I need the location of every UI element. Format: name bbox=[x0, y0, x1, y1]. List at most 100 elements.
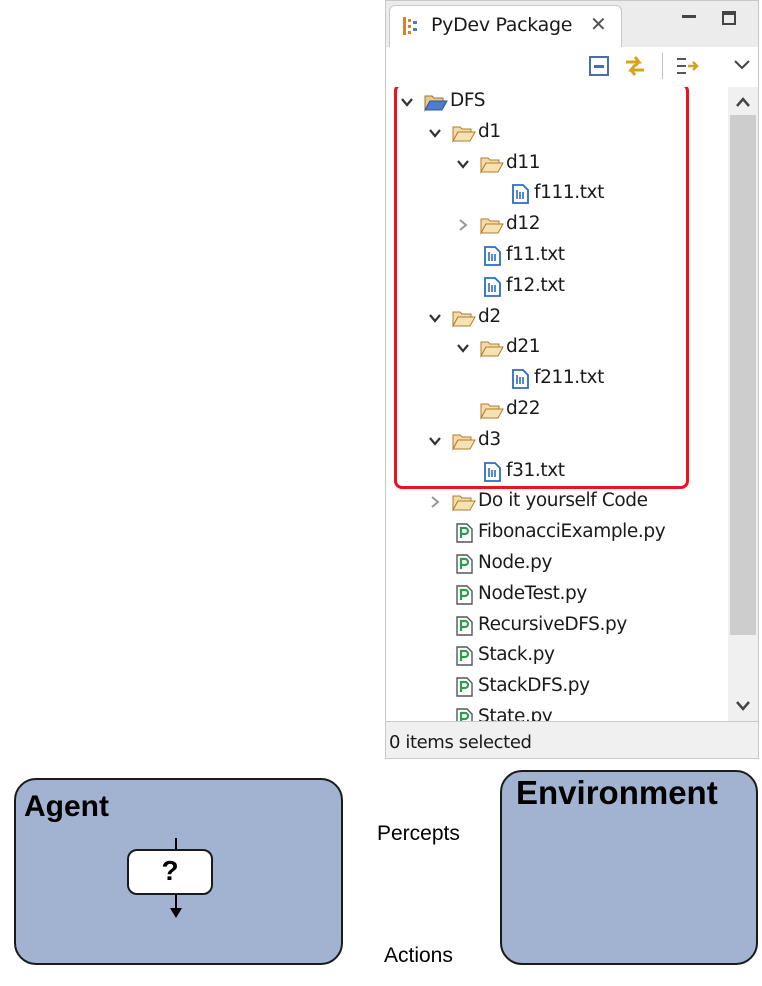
expand-arrow-icon[interactable] bbox=[428, 126, 442, 140]
collapse-arrow-icon[interactable] bbox=[456, 218, 470, 232]
tree-item-label: d11 bbox=[506, 151, 541, 173]
tree-item-label: d2 bbox=[478, 305, 501, 327]
folder-icon bbox=[424, 95, 448, 112]
tree-item-label: d3 bbox=[478, 428, 501, 450]
maximize-button[interactable] bbox=[722, 11, 736, 25]
tree-item-file[interactable]: f31.txt bbox=[386, 457, 728, 487]
agent-title: Agent bbox=[24, 790, 109, 823]
package-explorer-icon bbox=[403, 17, 417, 35]
tree-item-folder[interactable]: d3 bbox=[386, 426, 728, 456]
python-file-icon bbox=[456, 585, 473, 605]
tree-item-file[interactable]: f12.txt bbox=[386, 272, 728, 302]
python-file-icon bbox=[456, 646, 473, 667]
scroll-down-icon[interactable] bbox=[734, 699, 752, 713]
tree-item-folder[interactable]: Do it yourself Code bbox=[386, 487, 728, 517]
folder-icon bbox=[452, 311, 476, 328]
tree-item-label: Node.py bbox=[478, 552, 553, 573]
python-file-icon bbox=[456, 677, 473, 697]
tree-item-label: StackDFS.py bbox=[478, 675, 590, 697]
folder-icon bbox=[480, 218, 504, 236]
expand-arrow-icon[interactable] bbox=[428, 434, 442, 448]
toolbar-separator bbox=[662, 53, 663, 79]
tree-item-file[interactable]: Stack.py bbox=[386, 641, 728, 671]
tree-item-label: d12 bbox=[506, 213, 541, 235]
view-toolbar bbox=[386, 47, 758, 87]
tree-item-label: f31.txt bbox=[506, 459, 565, 481]
actions-label: Actions bbox=[384, 944, 453, 967]
text-file-icon bbox=[484, 246, 501, 266]
environment-title: Environment bbox=[516, 774, 718, 811]
tree-item-label: d1 bbox=[478, 120, 501, 142]
python-file-icon bbox=[456, 523, 473, 543]
tree-item-label: f111.txt bbox=[534, 182, 604, 204]
tree-item-label: FibonacciExample.py bbox=[478, 521, 666, 543]
tree-item-file[interactable]: FibonacciExample.py bbox=[386, 518, 728, 548]
tree-item-label: DFS bbox=[450, 90, 486, 111]
tree-item-label: Do it yourself Code bbox=[478, 490, 648, 512]
tree-item-label: Stack.py bbox=[478, 644, 555, 666]
tree-item-folder[interactable]: d11 bbox=[386, 149, 728, 179]
expand-arrow-icon[interactable] bbox=[428, 311, 442, 325]
minimize-button[interactable] bbox=[679, 13, 699, 21]
python-file-icon bbox=[456, 708, 473, 721]
tree-item-label: f11.txt bbox=[506, 244, 565, 265]
tree-item-label: NodeTest.py bbox=[478, 582, 587, 604]
tree-item-label: RecursiveDFS.py bbox=[478, 613, 627, 635]
python-file-icon bbox=[456, 615, 473, 636]
environment-box: Environment bbox=[500, 770, 758, 965]
close-icon[interactable]: ✕ bbox=[590, 12, 607, 36]
tree-item-file[interactable]: f11.txt bbox=[386, 241, 728, 271]
tree-item-label: f211.txt bbox=[534, 367, 604, 389]
expand-arrow-icon[interactable] bbox=[456, 341, 470, 355]
tab-pydev-package[interactable]: PyDev Package ✕ bbox=[389, 5, 622, 47]
folder-icon bbox=[452, 495, 476, 513]
agent-output-arrow bbox=[175, 894, 177, 910]
tree-item-file[interactable]: RecursiveDFS.py bbox=[386, 611, 728, 641]
scroll-up-icon[interactable] bbox=[734, 95, 752, 109]
tree-item-folder[interactable]: d2 bbox=[386, 303, 728, 333]
expand-arrow-icon[interactable] bbox=[456, 157, 470, 171]
python-file-icon bbox=[456, 554, 473, 574]
scrollbar-thumb[interactable] bbox=[730, 115, 756, 635]
tree-item-file[interactable]: State.py bbox=[386, 703, 728, 721]
agent-function-box: ? bbox=[127, 849, 213, 895]
tab-title: PyDev Package bbox=[431, 14, 573, 36]
text-file-icon bbox=[512, 184, 529, 205]
folder-icon bbox=[480, 403, 504, 420]
collapse-arrow-icon[interactable] bbox=[428, 495, 442, 509]
percepts-label: Percepts bbox=[377, 822, 460, 845]
text-file-icon bbox=[512, 369, 529, 390]
tree-item-file[interactable]: f111.txt bbox=[386, 179, 728, 209]
tree-item-folder[interactable]: d1 bbox=[386, 118, 728, 148]
tree-item-folder[interactable]: d12 bbox=[386, 210, 728, 240]
minimize-icon bbox=[682, 15, 696, 18]
vertical-scrollbar[interactable] bbox=[728, 87, 758, 721]
expand-arrow-icon[interactable] bbox=[400, 95, 414, 109]
agent-box: Agent ? bbox=[14, 778, 343, 965]
tree-item-folder[interactable]: d21 bbox=[386, 333, 728, 363]
tree-item-label: State.py bbox=[478, 706, 553, 721]
folder-icon bbox=[480, 157, 504, 174]
tree-item-file[interactable]: f211.txt bbox=[386, 364, 728, 394]
text-file-icon bbox=[484, 461, 501, 482]
folder-icon bbox=[480, 341, 504, 359]
link-with-editor-icon[interactable] bbox=[622, 53, 648, 79]
view-menu-icon[interactable] bbox=[732, 57, 752, 71]
tree-item-folder[interactable]: d22 bbox=[386, 395, 728, 425]
collapse-all-icon[interactable] bbox=[586, 53, 612, 79]
view-header: PyDev Package ✕ bbox=[386, 1, 758, 47]
tree-item-file[interactable]: StackDFS.py bbox=[386, 672, 728, 702]
status-bar: 0 items selected bbox=[386, 721, 758, 758]
text-file-icon bbox=[484, 276, 501, 297]
status-text: 0 items selected bbox=[389, 732, 532, 753]
filters-icon[interactable] bbox=[674, 53, 700, 79]
tree-item-label: d22 bbox=[506, 398, 541, 419]
arrow-head-icon bbox=[170, 908, 182, 918]
tree-item-file[interactable]: Node.py bbox=[386, 549, 728, 579]
tree-item-label: f12.txt bbox=[506, 274, 565, 296]
tree-item-file[interactable]: NodeTest.py bbox=[386, 580, 728, 610]
tree-item-folder[interactable]: DFS bbox=[386, 87, 728, 117]
tree-item-label: d21 bbox=[506, 336, 541, 358]
